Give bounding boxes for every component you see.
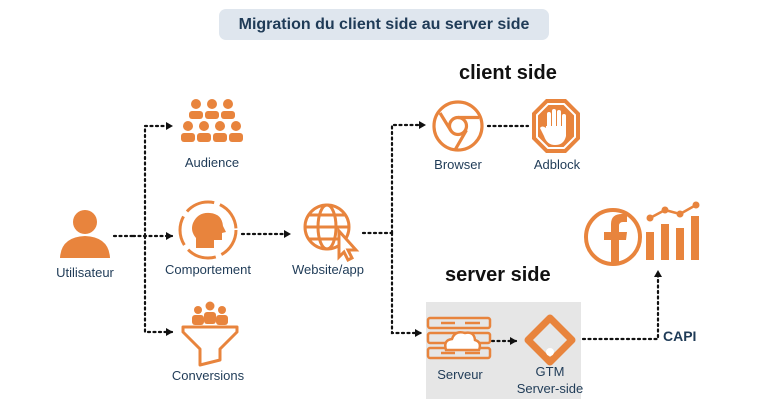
globe-cursor-icon <box>303 203 360 263</box>
diagram-title: Migration du client side au server side <box>238 15 530 33</box>
server-cloud-icon <box>426 316 492 360</box>
user-icon <box>60 210 110 258</box>
connector-to-browser <box>390 121 427 235</box>
connector-to-conversions <box>143 234 174 336</box>
label-gtm-server-side: Server-side <box>516 381 584 396</box>
label-utilisateur: Utilisateur <box>56 265 114 280</box>
facebook-icon <box>584 208 642 266</box>
chrome-browser-icon <box>432 100 484 152</box>
analytics-chart-icon <box>646 201 700 260</box>
client-side-heading: client side <box>459 62 557 84</box>
label-gtm: GTM <box>535 364 565 379</box>
adblock-hand-icon <box>532 99 580 153</box>
audience-group-icon <box>181 99 243 142</box>
label-capi: CAPI <box>663 328 697 344</box>
connector-to-serveur <box>390 231 423 337</box>
label-conversions: Conversions <box>171 368 245 383</box>
connector-gtm-to-facebook <box>581 269 662 341</box>
server-side-heading: server side <box>445 264 551 286</box>
label-browser: Browser <box>434 157 482 172</box>
label-serveur: Serveur <box>437 367 483 382</box>
connector-to-audience <box>143 122 174 238</box>
label-comportement: Comportement <box>165 262 251 277</box>
behavior-head-icon <box>178 200 238 260</box>
gtm-logo-icon <box>524 314 576 366</box>
conversion-funnel-icon <box>181 301 239 367</box>
label-website: Website/app <box>291 262 365 277</box>
label-adblock: Adblock <box>533 157 581 172</box>
label-audience: Audience <box>184 155 240 170</box>
title-banner: Migration du client side au server side <box>219 9 549 40</box>
